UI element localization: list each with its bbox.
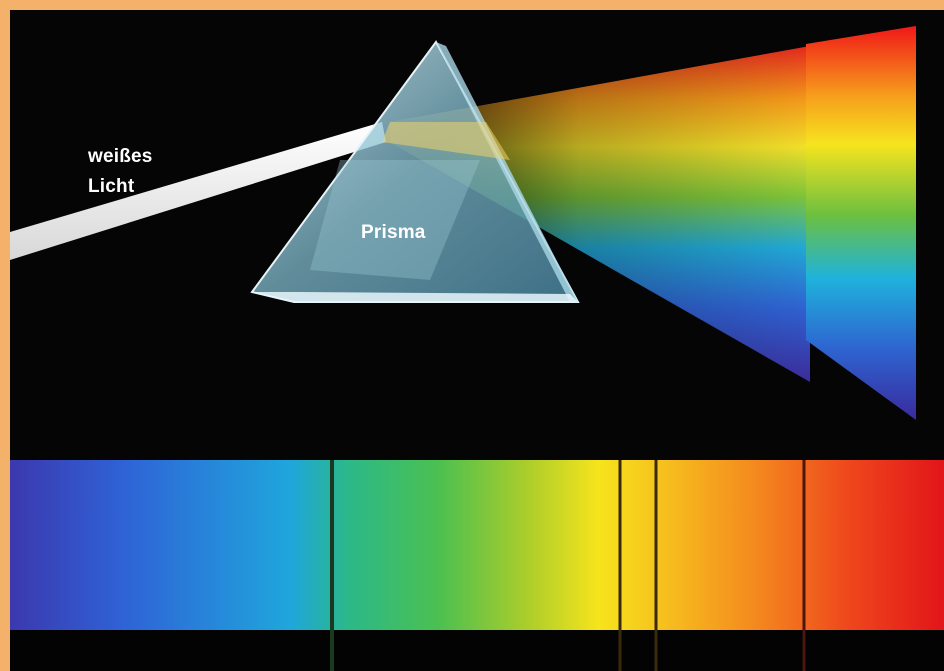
prism-diagram-svg xyxy=(10,10,944,671)
white-light-label: weißes Licht xyxy=(88,142,153,202)
white-light-label-line1: weißes xyxy=(88,142,153,172)
prism-illustration: weißes Licht Prisma xyxy=(10,10,944,671)
spectrum-screen xyxy=(806,26,916,420)
prism-label: Prisma xyxy=(361,218,426,248)
white-light-label-line2: Licht xyxy=(88,172,153,202)
